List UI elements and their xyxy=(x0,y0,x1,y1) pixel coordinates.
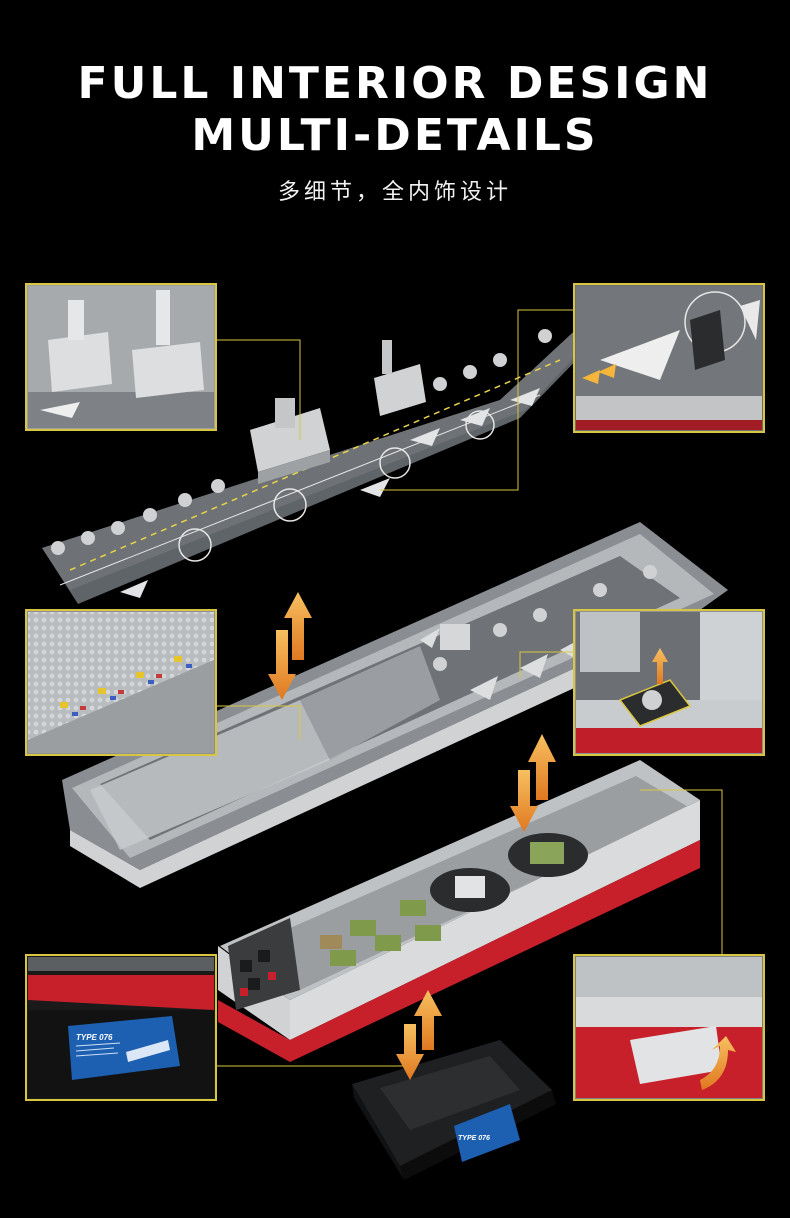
display-stand-model: TYPE 076 xyxy=(352,1040,556,1180)
hangar-deck-model xyxy=(62,522,728,888)
stand-plaque-title: TYPE 076 xyxy=(458,1135,490,1142)
inset-stern-ramp-closeup xyxy=(573,954,765,1101)
inset-display-plaque-closeup: TYPE 076 xyxy=(25,954,217,1101)
inset-deck-jet-closeup xyxy=(573,283,765,433)
plaque-title: TYPE 076 xyxy=(76,1033,113,1042)
headline-line-1: FULL INTERIOR DESIGN xyxy=(77,58,713,109)
inset-hangar-floor-closeup xyxy=(25,609,217,756)
lift-arrow-icon xyxy=(268,592,312,700)
stand-arrow-icon xyxy=(396,990,442,1080)
inset-aircraft-elevator-closeup xyxy=(573,609,765,756)
subtitle-chinese: 多细节，全内饰设计 xyxy=(277,180,512,205)
inset-island-closeup xyxy=(25,283,217,431)
vehicle-lift-arrow-icon xyxy=(510,734,556,832)
vehicle-deck-model xyxy=(218,760,700,1062)
headline-line-2: MULTI-DETAILS xyxy=(191,110,599,161)
flight-deck-model xyxy=(42,324,600,604)
